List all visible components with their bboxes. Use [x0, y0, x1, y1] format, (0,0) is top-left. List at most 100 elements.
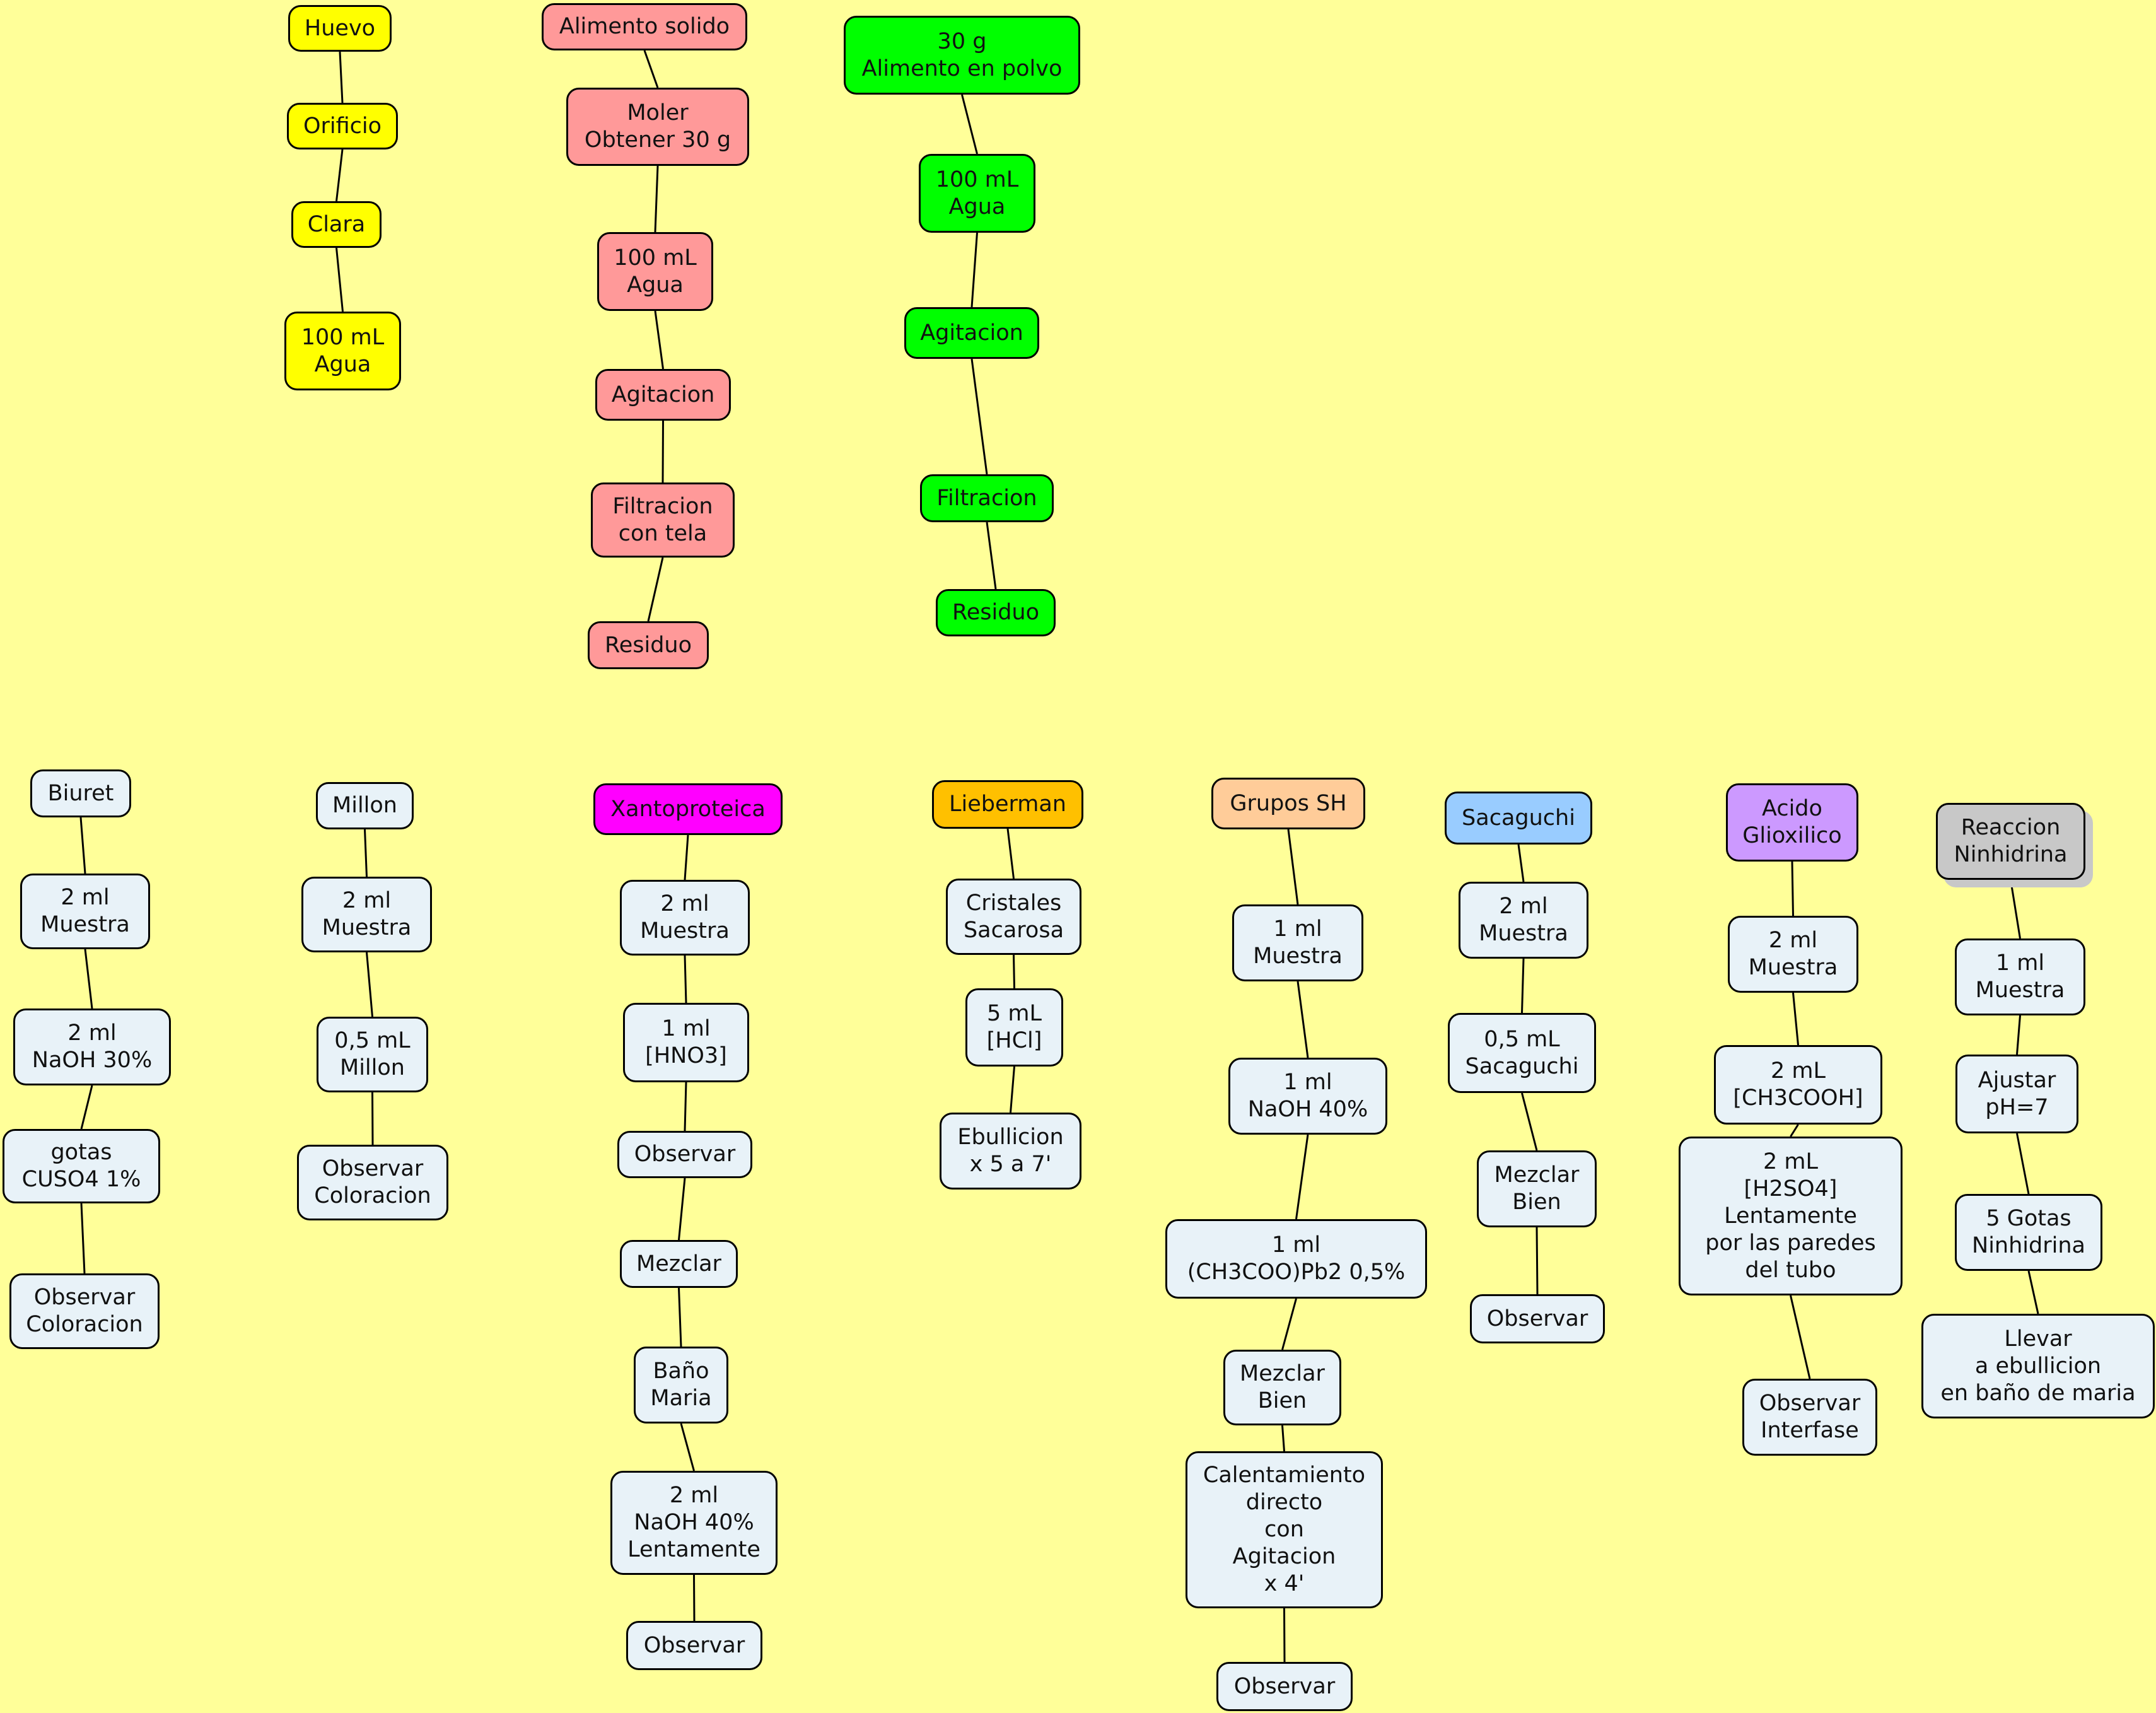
link-n1-n2: [2016, 1015, 2021, 1055]
link-moler-agua2: [654, 165, 659, 233]
node-n3[interactable]: 5 Gotas Ninhidrina: [1955, 1194, 2102, 1271]
node-l1[interactable]: Cristales Sacarosa: [946, 879, 1081, 955]
node-agit2[interactable]: Agitacion: [595, 369, 731, 421]
link-agua3-agit3: [970, 232, 978, 308]
link-l2-l3: [1010, 1066, 1015, 1113]
node-x5[interactable]: Baño Maria: [634, 1347, 728, 1424]
node-xanto[interactable]: Xantoproteica: [593, 783, 783, 835]
link-sh-s1: [1287, 829, 1299, 905]
node-acido[interactable]: Acido Glioxilico: [1726, 783, 1858, 862]
link-filt2-res2: [647, 557, 664, 622]
link-saca-k1: [1517, 844, 1525, 882]
link-x6-x7: [693, 1574, 696, 1622]
link-a2-a3: [1790, 1124, 1799, 1137]
node-agua2[interactable]: 100 mL Agua: [597, 232, 713, 311]
link-l1-l2: [1013, 954, 1015, 989]
node-l2[interactable]: 5 mL [HCl]: [965, 988, 1063, 1067]
node-agua3[interactable]: 100 mL Agua: [919, 154, 1035, 233]
node-s5[interactable]: Calentamiento directo con Agitacion x 4': [1186, 1451, 1383, 1608]
link-a1-a2: [1792, 992, 1799, 1046]
node-moler[interactable]: Moler Obtener 30 g: [566, 88, 749, 166]
node-saca[interactable]: Sacaguchi: [1445, 792, 1592, 845]
node-x1[interactable]: 2 ml Muestra: [620, 880, 750, 956]
node-biuret[interactable]: Biuret: [30, 769, 131, 817]
node-k4[interactable]: Observar: [1470, 1294, 1605, 1343]
node-b1[interactable]: 2 ml Muestra: [20, 874, 150, 949]
link-a3-a4: [1790, 1295, 1811, 1379]
link-biuret-b1: [79, 817, 86, 874]
link-n2-n3: [2016, 1133, 2030, 1195]
node-huevo[interactable]: Huevo: [288, 5, 392, 52]
link-b3-b4: [80, 1203, 86, 1274]
node-k3[interactable]: Mezclar Bien: [1477, 1150, 1597, 1227]
link-xanto-x1: [684, 834, 689, 880]
node-k1[interactable]: 2 ml Muestra: [1459, 882, 1588, 959]
link-x1-x2: [684, 955, 687, 1003]
node-a1[interactable]: 2 ml Muestra: [1728, 916, 1858, 993]
node-s3[interactable]: 1 ml (CH3COO)Pb2 0,5%: [1165, 1219, 1427, 1299]
link-lieber-l1: [1006, 828, 1015, 879]
link-s2-s3: [1295, 1134, 1309, 1220]
node-agua1[interactable]: 100 mL Agua: [284, 312, 401, 390]
node-n1[interactable]: 1 ml Muestra: [1955, 938, 2085, 1015]
node-b4[interactable]: Observar Coloracion: [9, 1273, 160, 1349]
node-s4[interactable]: Mezclar Bien: [1223, 1350, 1341, 1425]
node-filt2[interactable]: Filtracion con tela: [591, 482, 735, 558]
node-ninh[interactable]: Reaccion Ninhidrina: [1936, 803, 2085, 880]
link-m1-m2: [366, 952, 373, 1017]
link-k2-k3: [1521, 1092, 1538, 1151]
link-millon-m1: [364, 829, 368, 877]
node-res2[interactable]: Residuo: [588, 621, 709, 669]
link-huevo-orificio: [339, 51, 344, 103]
node-m2[interactable]: 0,5 mL Millon: [317, 1017, 428, 1092]
node-n4[interactable]: Llevar a ebullicion en baño de maria: [1921, 1314, 2155, 1418]
node-x4[interactable]: Mezclar: [620, 1240, 738, 1288]
node-m1[interactable]: 2 ml Muestra: [301, 877, 432, 952]
link-agua2-agit2: [654, 310, 664, 370]
link-acido-a1: [1791, 861, 1794, 916]
node-s6[interactable]: Observar: [1216, 1662, 1353, 1711]
node-agit3[interactable]: Agitacion: [904, 307, 1039, 359]
node-polvo[interactable]: 30 g Alimento en polvo: [844, 16, 1080, 95]
node-b3[interactable]: gotas CUSO4 1%: [3, 1129, 160, 1203]
node-a4[interactable]: Observar Interfase: [1742, 1379, 1877, 1456]
link-agit3-filt3: [970, 358, 988, 475]
node-alimento-solido[interactable]: Alimento solido: [542, 3, 747, 50]
link-b2-b3: [80, 1085, 93, 1130]
link-orificio-clara: [335, 149, 344, 202]
link-k1-k2: [1521, 958, 1525, 1014]
node-sh[interactable]: Grupos SH: [1211, 778, 1365, 829]
link-x2-x3: [684, 1082, 687, 1131]
node-lieber[interactable]: Lieberman: [932, 780, 1083, 829]
node-x2[interactable]: 1 ml [HNO3]: [623, 1003, 749, 1082]
link-s1-s2: [1297, 981, 1309, 1058]
link-clara-agua1: [335, 247, 344, 312]
node-orificio[interactable]: Orificio: [287, 103, 398, 149]
link-x5-x6: [680, 1423, 695, 1471]
node-n2[interactable]: Ajustar pH=7: [1955, 1055, 2078, 1133]
node-filt3[interactable]: Filtracion: [920, 474, 1054, 522]
node-a2[interactable]: 2 mL [CH3COOH]: [1714, 1045, 1882, 1125]
node-x3[interactable]: Observar: [617, 1131, 752, 1178]
node-s1[interactable]: 1 ml Muestra: [1232, 904, 1363, 981]
node-clara[interactable]: Clara: [291, 201, 382, 248]
link-n3-n4: [2027, 1270, 2039, 1314]
link-b1-b2: [84, 949, 93, 1009]
node-a3[interactable]: 2 mL [H2SO4] Lentamente por las paredes …: [1679, 1137, 1903, 1295]
node-s2[interactable]: 1 ml NaOH 40%: [1228, 1058, 1387, 1135]
node-m3[interactable]: Observar Coloracion: [297, 1145, 448, 1220]
node-x6[interactable]: 2 ml NaOH 40% Lentamente: [610, 1471, 778, 1575]
link-s3-s4: [1281, 1298, 1297, 1350]
node-b2[interactable]: 2 ml NaOH 30%: [13, 1009, 171, 1085]
link-x3-x4: [678, 1178, 686, 1241]
link-filt3-res3: [986, 522, 997, 590]
node-l3[interactable]: Ebullicion x 5 a 7': [940, 1113, 1081, 1190]
link-x4-x5: [678, 1287, 682, 1347]
node-res3[interactable]: Residuo: [936, 589, 1056, 636]
link-alimento_solido-moler: [643, 50, 659, 88]
node-x7[interactable]: Observar: [626, 1621, 762, 1670]
node-millon[interactable]: Millon: [316, 782, 414, 829]
node-k2[interactable]: 0,5 mL Sacaguchi: [1448, 1013, 1596, 1093]
